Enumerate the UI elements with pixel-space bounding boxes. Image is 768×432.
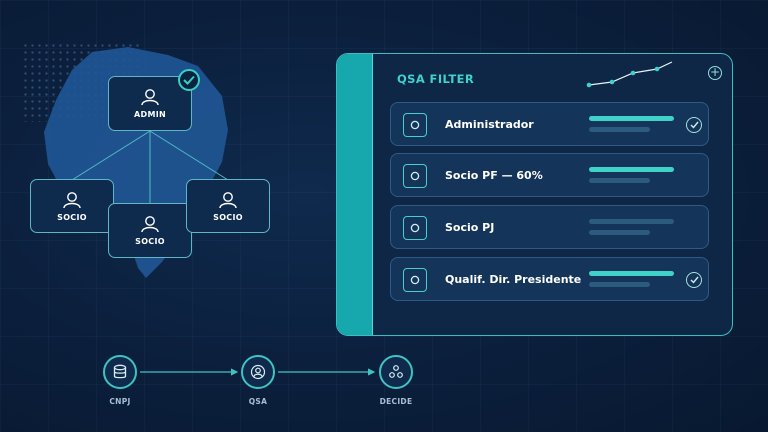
org-node-label: SOCIO (213, 212, 243, 222)
org-node-socio-left[interactable]: SOCIO (30, 179, 114, 233)
profile-card-icon (403, 216, 427, 240)
filter-row[interactable]: Administrador (390, 102, 709, 146)
user-icon (141, 89, 159, 106)
flow-step-qsa[interactable] (241, 355, 275, 389)
org-connector-lines (71, 130, 229, 204)
filter-row[interactable]: Qualif. Dir. Presidente (390, 257, 709, 301)
progress-bar-primary (589, 271, 674, 276)
org-node-socio-right[interactable]: SOCIO (186, 179, 270, 233)
org-node-admin[interactable]: ADMIN (108, 76, 192, 131)
profile-card-icon (403, 113, 427, 137)
filter-row-label: Qualif. Dir. Presidente (445, 272, 582, 286)
user-icon (63, 191, 81, 208)
network-icon (389, 365, 403, 378)
user-icon (219, 191, 237, 208)
org-node-label: SOCIO (135, 237, 165, 246)
sparkline-icon (586, 61, 673, 88)
profile-card-icon (403, 164, 427, 188)
progress-bar-primary (589, 219, 674, 224)
progress-bar-secondary (589, 178, 650, 183)
filter-row[interactable]: Socio PJ (390, 205, 709, 249)
progress-bar-secondary (589, 230, 650, 235)
flow-step-label: CNPJ (109, 397, 131, 406)
progress-bar-primary (589, 167, 674, 172)
check-circle-icon[interactable] (686, 272, 702, 288)
filter-row-label: Administrador (445, 117, 534, 131)
panel-title: QSA FILTER (397, 72, 475, 86)
user-icon (250, 364, 266, 380)
flow-step-label: QSA (248, 397, 268, 406)
progress-bar-secondary (589, 127, 650, 132)
flow-step-cnpj[interactable] (103, 355, 137, 389)
panel-side-bar (337, 54, 373, 335)
org-node-socio-center[interactable]: SOCIO (108, 203, 192, 258)
add-filter-button[interactable]: + (708, 65, 722, 80)
check-circle-icon[interactable] (686, 117, 702, 133)
filter-row[interactable]: Socio PF — 60% (390, 153, 709, 197)
profile-card-icon (403, 268, 427, 292)
database-icon (113, 364, 127, 379)
flow-step-decide[interactable] (379, 355, 413, 389)
filter-row-label: Socio PF — 60% (445, 168, 543, 182)
org-node-label: ADMIN (134, 110, 166, 119)
user-icon (141, 216, 159, 233)
verified-check-icon (178, 69, 200, 91)
org-node-label: SOCIO (57, 212, 87, 222)
progress-bar-primary (589, 116, 674, 121)
progress-bar-secondary (589, 282, 650, 287)
filter-row-label: Socio PJ (445, 220, 495, 234)
flow-step-label: DECIDE (379, 397, 413, 406)
